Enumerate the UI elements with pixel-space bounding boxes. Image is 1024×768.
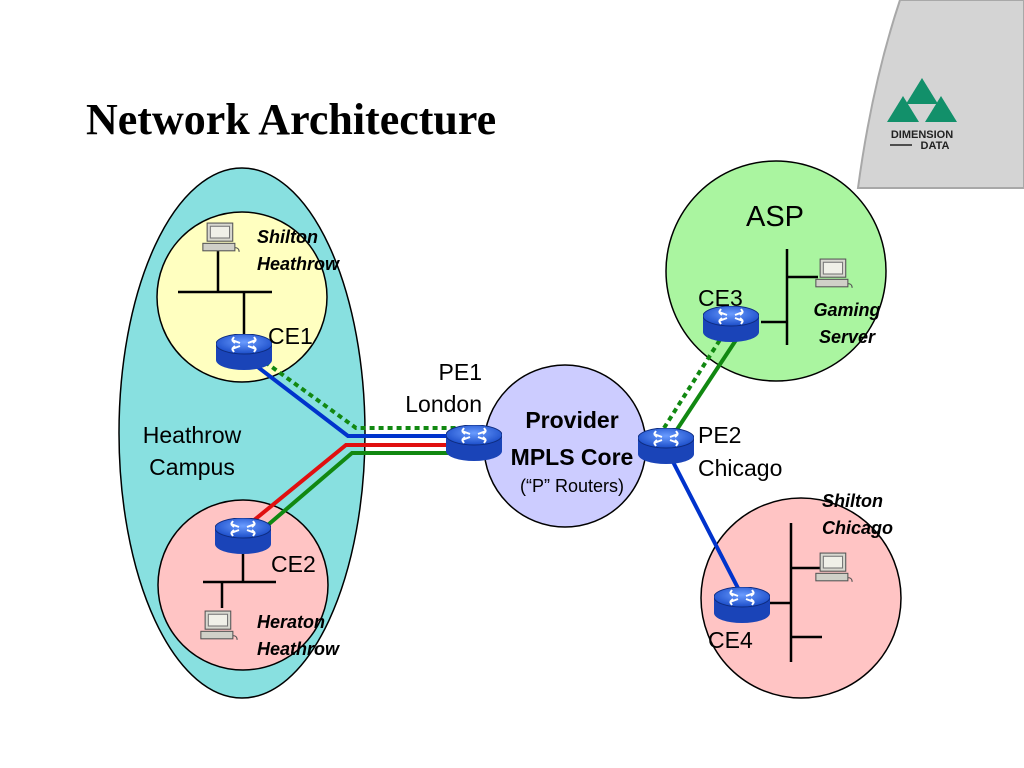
link-pe2-ce4-blue <box>668 455 742 593</box>
pe1-label-line2: London <box>405 391 482 417</box>
heraton-heathrow-label-line2: Heathrow <box>257 639 340 659</box>
heraton-heathrow-lan <box>203 550 276 608</box>
core-label-line2: MPLS Core <box>511 444 634 470</box>
router-icon-ce4 <box>714 587 770 623</box>
link-ce1-pe1-blue <box>240 353 462 438</box>
logo-line2: DATA <box>921 140 950 152</box>
ce2-label: CE2 <box>271 551 316 577</box>
asp-lan <box>761 249 818 345</box>
link-ce2-pe1-red <box>240 443 462 532</box>
heraton-heathrow-label-line1: Heraton <box>257 612 325 632</box>
shilton-heathrow-label-line2: Heathrow <box>257 254 340 274</box>
ce1-label: CE1 <box>268 323 313 349</box>
link-pe2-ce3-green-dotted <box>662 333 725 430</box>
router-icon-ce1 <box>216 334 272 370</box>
core-label-line3: (“P” Routers) <box>520 476 624 496</box>
pe2-label-line1: PE2 <box>698 422 741 448</box>
gaming-server-label-line1: Gaming <box>813 300 880 320</box>
campus-label-line1: Heathrow <box>143 422 242 448</box>
shilton-heathrow-site <box>156 211 328 383</box>
pe1-label-line1: PE1 <box>439 359 482 385</box>
router-icon-ce2 <box>215 518 271 554</box>
router-icon-pe1 <box>446 425 502 461</box>
shilton-chicago-label-line1: Shilton <box>822 491 883 511</box>
router-icon-ce3 <box>703 306 759 342</box>
corner-logo-panel <box>856 0 1024 189</box>
shilton-heathrow-lan <box>178 250 272 340</box>
pe2-label-line2: Chicago <box>698 455 782 481</box>
shilton-chicago-label-line2: Chicago <box>822 518 893 538</box>
link-ce2-pe1-green <box>260 451 462 532</box>
ce3-label: CE3 <box>698 285 743 311</box>
shilton-chicago-lan <box>770 523 822 662</box>
ce4-label: CE4 <box>708 627 753 653</box>
asp-label: ASP <box>746 201 804 233</box>
shilton-heathrow-label-line1: Shilton <box>257 227 318 247</box>
campus-label-line2: Campus <box>149 454 235 480</box>
link-ce1-pe1-green-dotted <box>263 360 462 430</box>
core-label-line1: Provider <box>525 407 618 433</box>
page-title: Network Architecture <box>86 95 496 144</box>
link-pe2-ce3-green <box>672 338 738 436</box>
logo-line1: DIMENSION <box>891 129 953 141</box>
heraton-heathrow-site <box>157 499 329 671</box>
shilton-chicago-site <box>700 497 902 699</box>
router-icon-pe2 <box>638 428 694 464</box>
asp-region <box>665 160 887 382</box>
dimension-data-logo-icon <box>887 78 957 122</box>
gaming-server-label-line2: Server <box>819 327 876 347</box>
